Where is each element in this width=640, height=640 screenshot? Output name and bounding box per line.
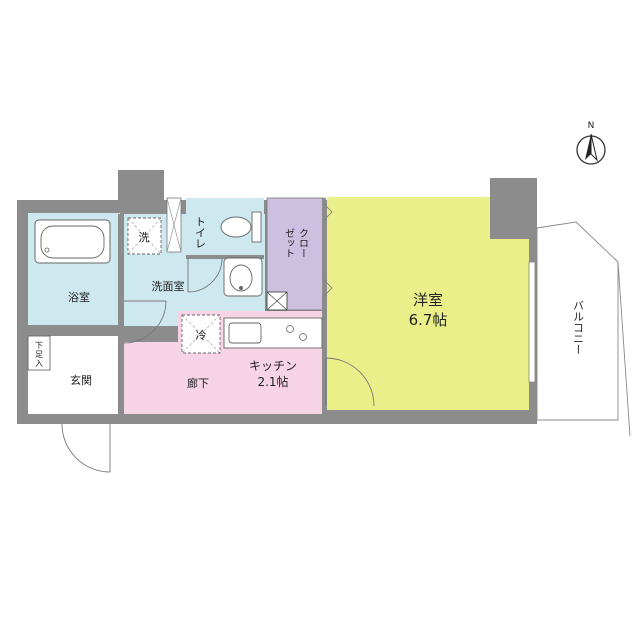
kitchen-name: キッチン [249,359,297,373]
wash-basin-icon [223,257,263,297]
north-arrow-icon: N [576,121,606,165]
toilet-label: トイレ [194,216,207,249]
refrigerator-icon [181,314,221,354]
shaft-box-icon [266,291,288,311]
corridor-label: 廊下 [187,376,209,390]
washing-machine-icon [127,217,162,255]
bathroom-label: 浴室 [68,290,90,304]
western-room-size: 6.7帖 [409,311,448,329]
inner-walls [28,198,326,414]
closet-label-line1: クロー [297,228,308,258]
shoebox-label-1: 下 [35,341,43,350]
closet [266,197,325,311]
balcony [536,221,631,437]
washer-label: 洗 [139,231,150,244]
kitchen-counter-icon [223,317,323,349]
balcony-label: バルコニー [572,300,585,355]
shoebox-label-2: 足 [35,350,43,359]
fridge-label: 冷 [196,329,207,342]
western-room-corner-wall [490,197,530,239]
kitchen-size: 2.1帖 [257,374,288,389]
compass-label: N [588,121,595,131]
western-room-name: 洋室 [413,291,443,309]
washroom-label: 洗面室 [152,279,185,293]
toilet-icon [220,211,262,243]
washroom-top-wall [124,198,164,214]
balcony-window [528,261,536,383]
door-swings [61,257,375,473]
closet-label-line2: ゼット [283,228,295,258]
shoebox-label-3: 入 [35,359,43,368]
hall-kitchen [124,342,324,414]
entrance-label: 玄関 [70,373,92,387]
shoe-cabinet [27,335,51,371]
closet-door-marks [323,203,333,297]
bathtub-icon [34,219,111,264]
toilet-door-cross2 [166,197,182,253]
